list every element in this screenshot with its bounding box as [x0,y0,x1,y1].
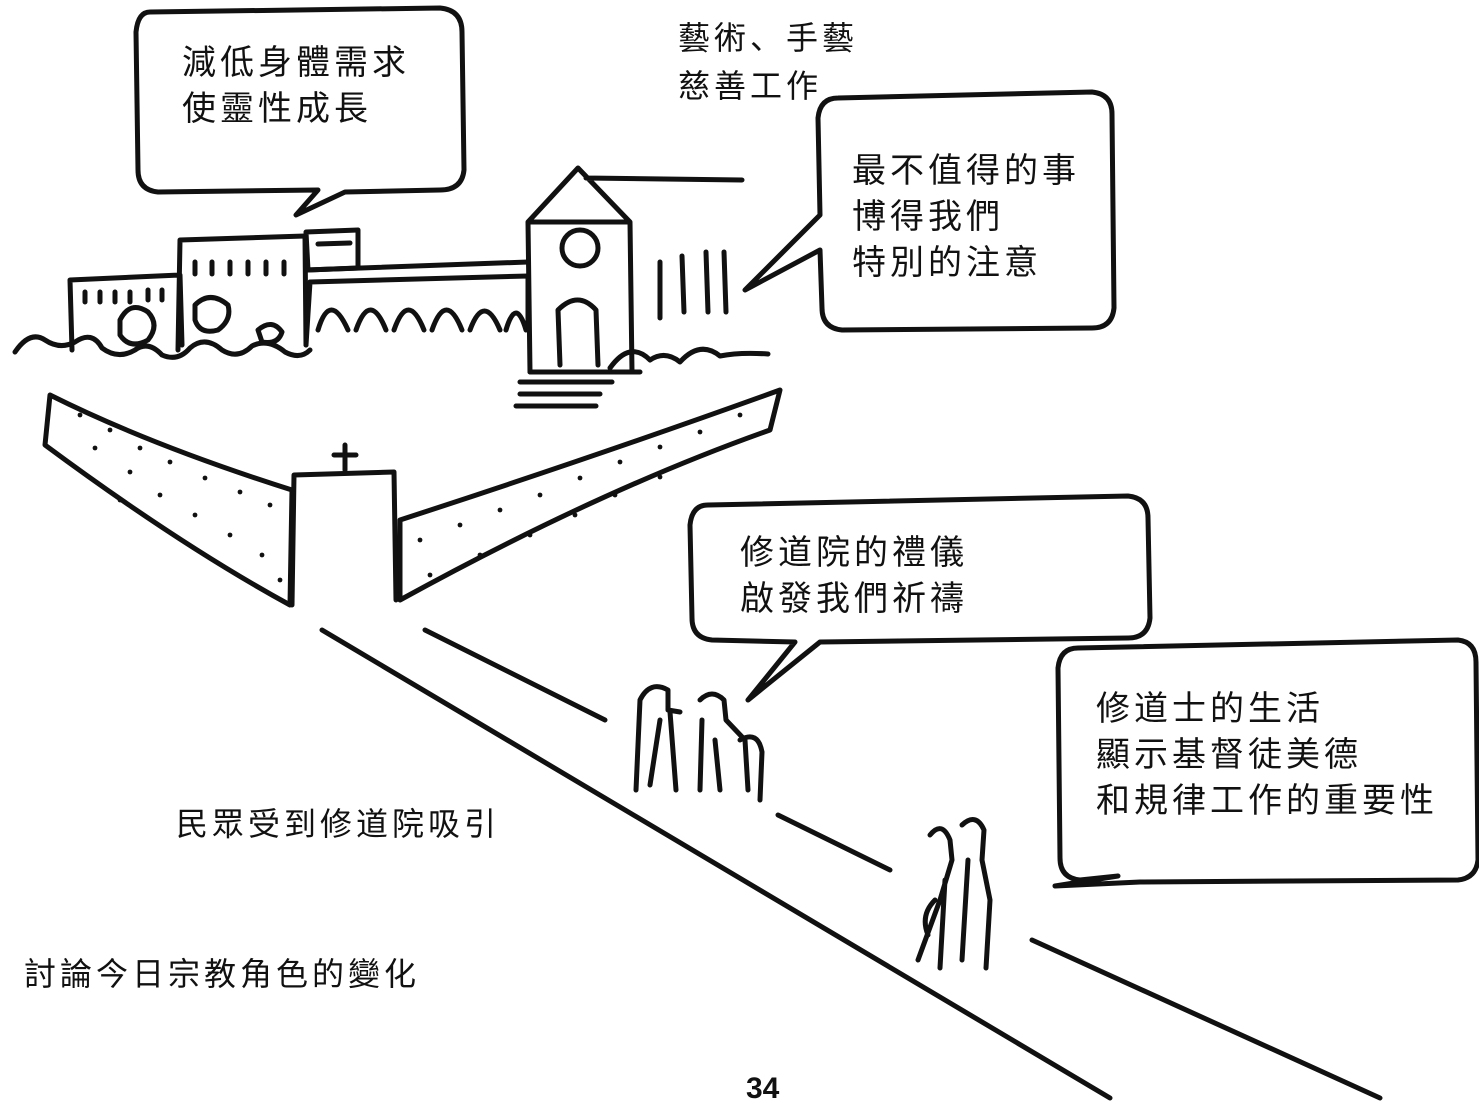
road-line-left [319,627,1113,1101]
bubble-text-liturgy: 修道院的禮儀 啟發我們祈禱 [740,530,968,622]
speech-bubble-church [742,89,1117,333]
label-discussion: 討論今日宗教角色的變化 [24,955,421,993]
bubble-line: 修道士的生活 [1096,689,1324,729]
bushes [12,334,313,360]
bubble-line: 最不值得的事 [852,151,1080,191]
bubble-line: 特別的注意 [852,243,1042,283]
gate [289,469,399,608]
bubble-line: 修道院的禮儀 [740,533,968,573]
bubble-line: 使靈性成長 [182,89,372,129]
cross-icon [331,442,359,473]
speech-bubble-liturgy [687,493,1153,703]
road-line-right-b [775,812,893,873]
pedestrian-group-1 [633,684,765,803]
bubble-line: 顯示基督徒美德 [1096,735,1362,775]
road-line-right-c [1029,937,1383,1101]
bubble-text-monk-life: 修道士的生活 顯示基督徒美德 和規律工作的重要性 [1096,686,1438,824]
label-arts: 藝術、手藝 慈善工作 [678,14,858,110]
church [525,165,745,375]
arcade [303,259,531,348]
wall-right [397,387,783,603]
speech-bubble-monk-life [1052,637,1479,889]
bubble-line: 和規律工作的重要性 [1096,781,1438,821]
bubble-text-least-worthy: 最不值得的事 博得我們 特別的注意 [852,148,1080,286]
building-center [303,227,361,273]
bubble-line: 減低身體需求 [182,43,410,83]
bubble-text-monastic-life: 減低身體需求 使靈性成長 [182,40,410,132]
bubble-line: 博得我們 [852,197,1004,237]
speech-bubble-top-left [133,5,467,218]
bubble-line: 啟發我們祈禱 [740,579,968,619]
road-line-right-a [422,627,608,723]
label-line: 慈善工作 [678,67,823,105]
wall-left [42,392,295,608]
pedestrian-group-2 [915,817,993,971]
wall-texture [77,412,743,583]
building-left [67,233,309,353]
label-people-attracted: 民眾受到修道院吸引 [176,805,501,843]
pillars [657,249,729,321]
page-number: 34 [746,1072,780,1105]
label-line: 藝術、手藝 [678,19,859,57]
